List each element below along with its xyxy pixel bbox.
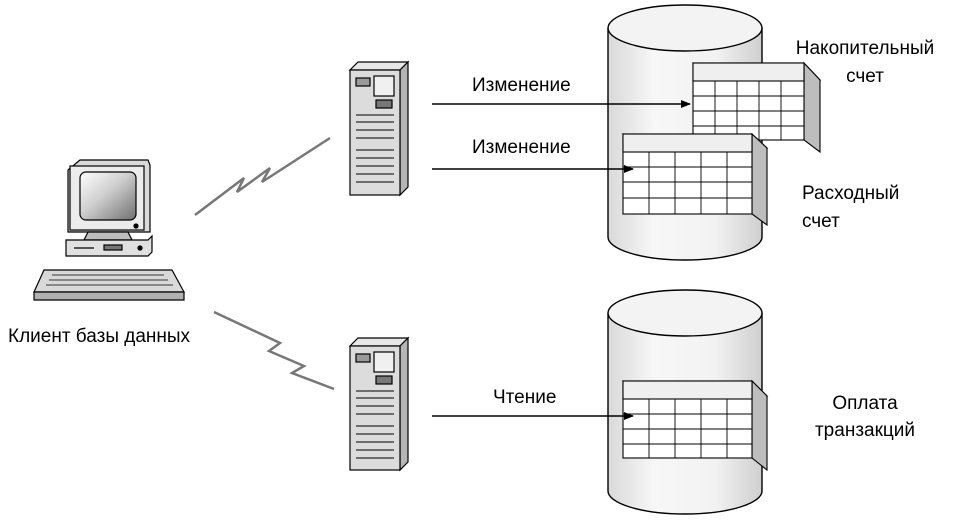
upper-change-label: Изменение [472,75,571,96]
expense-account-label-line2: счет [802,211,840,232]
client-workstation-icon [33,159,186,301]
table-transaction-payment-icon [621,379,769,472]
transaction-payment-label-line1: Оплата [832,393,898,414]
lower-network-link-icon [213,310,335,391]
client-label: Клиент базы данных [8,326,191,347]
lower-change-label: Изменение [472,137,571,158]
transaction-payment-label-line2: транзакций [814,420,916,441]
lower-server-icon [348,336,410,472]
accumulative-account-label-line1: Накопительный [795,38,935,59]
table-expense-account-icon [621,132,769,227]
read-label: Чтение [493,387,557,408]
accumulative-account-label-line2: счет [846,66,884,87]
expense-account-label-line1: Расходный [802,183,900,204]
table-accumulative-account-icon [691,61,822,154]
upper-network-link-icon [194,136,331,216]
upper-server-icon [348,60,410,197]
